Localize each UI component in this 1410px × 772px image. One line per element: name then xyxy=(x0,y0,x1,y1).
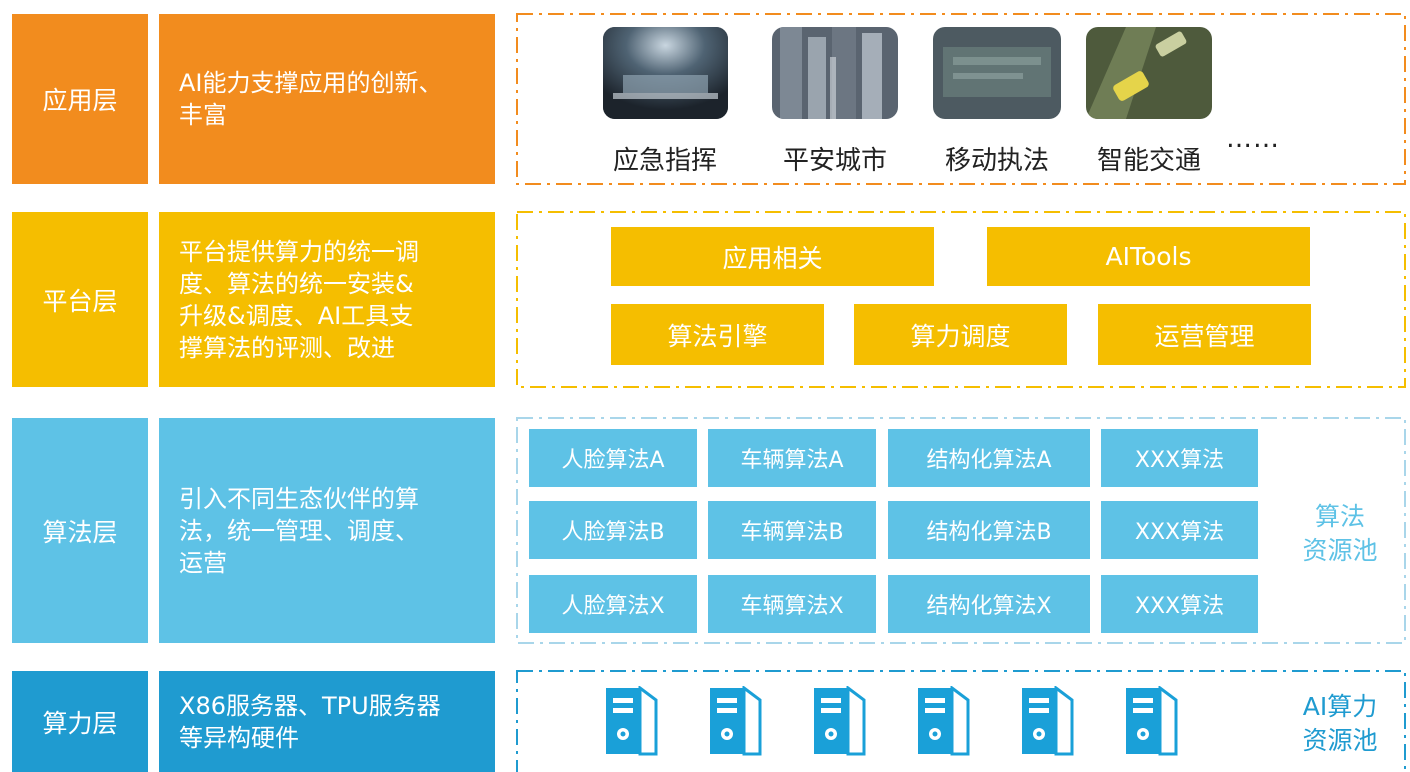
server-tower-icon xyxy=(708,685,778,756)
algorithm-frame xyxy=(516,417,1406,644)
platform-tile-scheduling: 算力调度 xyxy=(854,304,1067,365)
algo-tile: 人脸算法X xyxy=(529,575,697,633)
layer-desc-line: 引入不同生态伙伴的算 xyxy=(179,484,419,513)
safe-city-image xyxy=(772,27,898,119)
server-tower-icon xyxy=(916,685,986,756)
mobile-enforcement-image xyxy=(933,27,1061,119)
algo-tile: 车辆算法X xyxy=(708,575,876,633)
algorithm-pool-label: 算法 资源池 xyxy=(1280,500,1400,568)
layer-desc-line: X86服务器、TPU服务器 xyxy=(179,691,441,720)
application-frame xyxy=(516,13,1406,185)
algo-tile: 车辆算法A xyxy=(708,429,876,487)
smart-traffic-image xyxy=(1086,27,1212,119)
server-tower-icon xyxy=(1020,685,1090,756)
pool-label-line: 资源池 xyxy=(1302,536,1378,565)
more-ellipsis: …… xyxy=(1226,124,1280,154)
compute-frame xyxy=(516,670,1406,772)
layer-name-compute: 算力层 xyxy=(12,671,148,772)
server-tower-icon xyxy=(812,685,882,756)
algo-tile: 结构化算法X xyxy=(888,575,1090,633)
layer-desc-algorithm: 引入不同生态伙伴的算 法，统一管理、调度、 运营 xyxy=(159,418,495,643)
algo-tile: 结构化算法B xyxy=(888,501,1090,559)
layer-desc-line: AI能力支撑应用的创新、 xyxy=(179,69,443,97)
app-label-traffic: 智能交通 xyxy=(1096,146,1201,176)
layer-name-application: 应用层 xyxy=(12,14,148,184)
algo-tile: XXX算法 xyxy=(1101,501,1258,559)
command-center-image xyxy=(603,27,728,119)
layer-desc-line: 丰富 xyxy=(179,101,227,129)
layer-desc-line: 撑算法的评测、改进 xyxy=(179,333,395,362)
algo-tile: 车辆算法B xyxy=(708,501,876,559)
layer-desc-application: AI能力支撑应用的创新、 丰富 xyxy=(159,14,495,184)
app-label-mobile: 移动执法 xyxy=(944,146,1049,176)
layer-desc-compute: X86服务器、TPU服务器 等异构硬件 xyxy=(159,671,495,772)
layer-desc-line: 平台提供算力的统一调 xyxy=(179,237,419,266)
platform-frame xyxy=(516,211,1406,388)
layer-desc-platform: 平台提供算力的统一调 度、算法的统一安装& 升级&调度、AI工具支 撑算法的评测… xyxy=(159,212,495,387)
algo-tile: XXX算法 xyxy=(1101,575,1258,633)
layer-desc-line: 度、算法的统一安装& xyxy=(179,269,414,298)
pool-label-line: 资源池 xyxy=(1302,726,1378,755)
layer-desc-line: 等异构硬件 xyxy=(179,723,299,752)
algo-tile: XXX算法 xyxy=(1101,429,1258,487)
server-tower-icon xyxy=(1124,685,1194,756)
pool-label-line: AI算力 xyxy=(1302,692,1378,721)
algo-tile: 人脸算法A xyxy=(529,429,697,487)
pool-label-line: 算法 xyxy=(1314,502,1365,531)
algo-tile: 人脸算法B xyxy=(529,501,697,559)
layer-desc-line: 运营 xyxy=(179,548,227,577)
app-label-command: 应急指挥 xyxy=(612,146,717,176)
platform-tile-operations: 运营管理 xyxy=(1098,304,1311,365)
server-tower-icon xyxy=(604,685,674,756)
platform-tile-engine: 算法引擎 xyxy=(611,304,824,365)
layer-desc-line: 升级&调度、AI工具支 xyxy=(179,301,414,330)
algo-tile: 结构化算法A xyxy=(888,429,1090,487)
platform-tile-aitools: AITools xyxy=(987,227,1310,286)
app-label-safe-city: 平安城市 xyxy=(782,146,887,176)
compute-pool-label: AI算力 资源池 xyxy=(1280,690,1400,758)
platform-tile-app: 应用相关 xyxy=(611,227,934,286)
layer-name-platform: 平台层 xyxy=(12,212,148,387)
layer-name-algorithm: 算法层 xyxy=(12,418,148,643)
layer-desc-line: 法，统一管理、调度、 xyxy=(179,516,419,545)
